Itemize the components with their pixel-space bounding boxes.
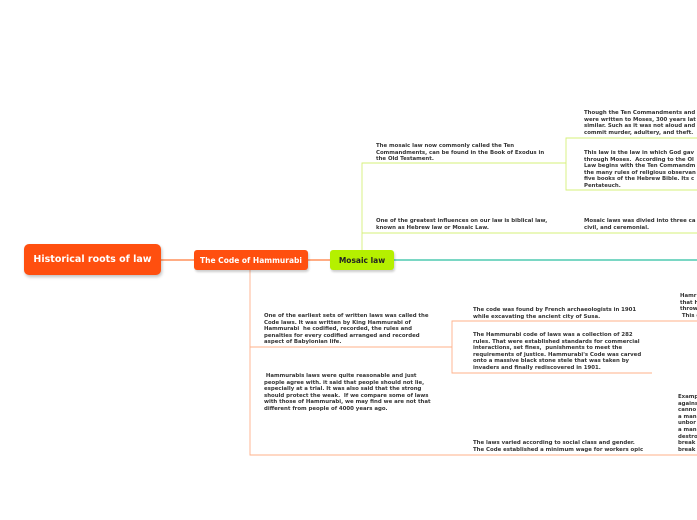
connector-code-found xyxy=(451,320,697,347)
text-mosaic-biblical: One of the greatest influences on our la… xyxy=(376,218,548,231)
connector-code-main xyxy=(249,270,697,456)
text-code-reasonable: Hammurabis laws were quite reasonable an… xyxy=(264,373,431,412)
connector-ten-written xyxy=(556,137,697,164)
connector-god-gave xyxy=(565,163,697,191)
text-ten-written-moses: Though the Ten Commandments and were wri… xyxy=(584,110,696,136)
text-god-gave-law: This law is the law in which God gav thr… xyxy=(584,150,696,189)
text-code-varied: The laws varied according to social clas… xyxy=(473,440,644,453)
node-mosaic-law[interactable]: Mosaic law xyxy=(330,250,394,270)
connector-mosaic-ten xyxy=(361,162,556,250)
text-code-282: The Hammurabi code of laws was a collect… xyxy=(473,332,642,371)
text-three-categories: Mosaic laws was divied into three ca civ… xyxy=(584,218,696,231)
root-node-historical-roots[interactable]: Historical roots of law xyxy=(24,244,161,275)
text-example-partial: Examp agains canno a man unbor a man des… xyxy=(678,394,697,453)
text-mosaic-ten-commandments: The mosaic law now commonly called the T… xyxy=(376,143,545,163)
text-code-found: The code was found by French archaeologi… xyxy=(473,307,637,320)
connector-code-282 xyxy=(451,347,652,374)
text-hammurabi-partial: Hamr that h throw This g xyxy=(680,293,697,319)
text-code-earliest: One of the earliest sets of written laws… xyxy=(264,313,429,346)
node-code-of-hammurabi[interactable]: The Code of Hammurabi xyxy=(194,250,308,270)
